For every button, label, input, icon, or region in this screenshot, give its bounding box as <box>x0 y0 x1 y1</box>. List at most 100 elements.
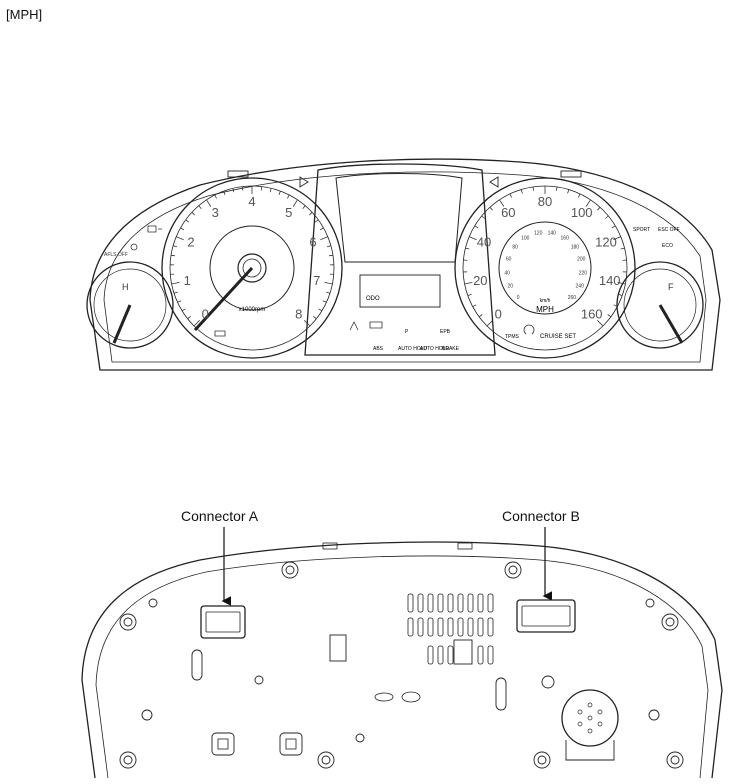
tach-tick <box>191 212 195 216</box>
afls-off-indicator: AFLS OFF <box>104 252 128 258</box>
speed-tick <box>509 193 513 198</box>
tach-label-0: 0 <box>202 307 209 322</box>
speed-tick <box>605 215 609 219</box>
brake-indicator: BRAKE <box>442 346 460 352</box>
tach-tick <box>287 194 290 199</box>
speed-label-120: 120 <box>595 235 617 250</box>
tach-label-6: 6 <box>309 235 316 250</box>
speed-tick <box>577 193 581 198</box>
tach-tick <box>176 236 184 241</box>
connector-a <box>200 605 246 639</box>
speed-tick <box>481 215 485 219</box>
speed-ticks <box>463 186 627 327</box>
rear-cluster <box>81 541 723 779</box>
auto-hold-indicator-2: AUTO HOLD <box>420 346 449 352</box>
speed-tick <box>532 186 534 191</box>
tach-tick <box>304 320 311 327</box>
headlamp-icon <box>147 225 162 233</box>
tach-tick <box>206 199 212 207</box>
screw-bosses <box>119 561 684 769</box>
kmh-unit-label: km/h <box>540 298 551 304</box>
speed-label-140: 140 <box>599 273 621 288</box>
page-title: [MPH] <box>6 7 43 22</box>
kmh-label-260: 260 <box>568 295 577 301</box>
odo-label: ODO <box>366 296 380 302</box>
speed-tick <box>597 206 601 211</box>
speed-tick <box>556 186 558 191</box>
tach-label-1: 1 <box>184 273 191 288</box>
tach-tick <box>177 300 182 303</box>
speedometer-bezel <box>454 177 636 359</box>
speed-tick <box>486 320 493 327</box>
cruise-set-indicator: CRUISE SET <box>540 334 576 340</box>
tach-tick <box>185 219 190 223</box>
buzzer-speaker <box>561 689 619 747</box>
speed-label-100: 100 <box>571 205 593 220</box>
tach-tick <box>198 205 202 209</box>
kmh-label-40: 40 <box>504 270 510 276</box>
seatbelt-icon <box>349 321 359 331</box>
speed-tick <box>489 206 493 211</box>
tach-tick <box>319 227 324 231</box>
speed-tick <box>567 189 570 194</box>
kmh-label-240: 240 <box>576 284 585 290</box>
kmh-label-180: 180 <box>571 245 580 251</box>
esc-off-indicator: ESC OFF <box>658 227 680 233</box>
center-display-frame <box>304 163 496 356</box>
speed-tick <box>585 199 591 207</box>
speed-tick <box>465 247 470 250</box>
kmh-label-100: 100 <box>521 236 530 242</box>
tpms-indicator: TPMS <box>505 334 520 340</box>
speed-label-40: 40 <box>477 235 491 250</box>
speed-label-0: 0 <box>495 307 502 322</box>
kmh-label-120: 120 <box>534 231 543 237</box>
kmh-label-140: 140 <box>548 231 557 237</box>
speed-tick <box>467 293 472 296</box>
speed-label-80: 80 <box>538 194 552 209</box>
speed-tick <box>469 236 477 241</box>
tach-tick <box>269 188 272 193</box>
tach-tick <box>171 282 180 285</box>
tach-label-5: 5 <box>285 205 292 220</box>
tach-label-4: 4 <box>248 194 255 209</box>
tachometer-hub-ring <box>209 225 295 311</box>
speed-tick <box>617 282 626 285</box>
tach-tick <box>326 291 331 294</box>
speed-label-60: 60 <box>501 205 515 220</box>
speed-tick <box>464 282 473 285</box>
tach-tick <box>292 199 298 207</box>
speed-tick <box>618 293 623 296</box>
speed-tick <box>520 189 523 194</box>
tach-tick <box>318 308 323 312</box>
tach-tick <box>278 190 281 195</box>
sport-indicator: SPORT <box>633 227 650 233</box>
tach-tick <box>232 188 235 193</box>
tach-label-8: 8 <box>295 307 302 322</box>
speed-label-20: 20 <box>473 273 487 288</box>
speed-tick <box>478 314 483 318</box>
speed-tick <box>607 314 612 318</box>
kmh-inner-scale <box>498 221 592 315</box>
temp-hot-label: H <box>122 282 129 292</box>
center-display-screen <box>335 173 463 263</box>
kmh-label-20: 20 <box>508 284 514 290</box>
tach-tick <box>314 219 319 223</box>
tachometer-needle <box>193 266 254 332</box>
fuel-full-label: F <box>668 282 674 292</box>
speed-tick <box>613 304 618 308</box>
tach-tick <box>223 190 226 195</box>
kmh-label-60: 60 <box>506 257 512 263</box>
tachometer-bezel <box>161 177 343 359</box>
speed-tick <box>620 247 625 250</box>
speed-tick <box>597 320 604 327</box>
tach-tick <box>302 205 306 209</box>
odo-display <box>359 274 441 308</box>
manufacturer-logo <box>374 692 394 702</box>
rear-slots <box>407 593 494 665</box>
tach-tick <box>320 236 328 241</box>
kmh-label-160: 160 <box>561 236 570 242</box>
front-cluster <box>86 158 721 371</box>
tpms-warning-icon <box>523 324 535 335</box>
tach-tick <box>170 254 176 257</box>
